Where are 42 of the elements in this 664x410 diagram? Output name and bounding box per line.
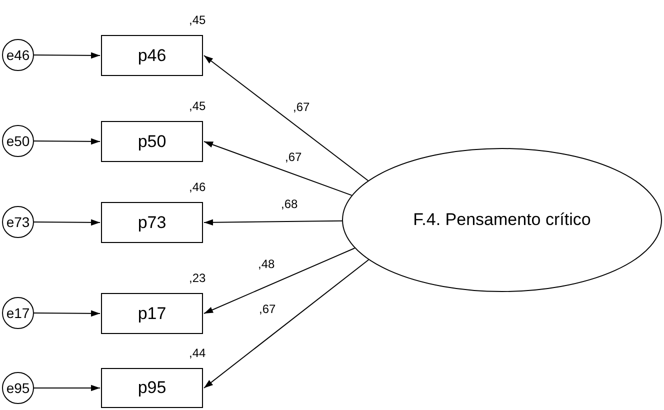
r-squared-value: ,44 [189, 346, 206, 360]
variable-name: p46 [138, 46, 166, 66]
observed-variable-box [101, 368, 203, 408]
arrow [204, 219, 342, 226]
error-term-circle [2, 125, 34, 157]
error-term-circle [2, 297, 34, 329]
error-term-label: e46 [6, 47, 30, 63]
arrow [204, 141, 352, 196]
arrow [204, 259, 370, 388]
arrow [204, 55, 369, 182]
r-squared-value: ,45 [189, 13, 206, 27]
observed-variable-box [101, 202, 203, 243]
error-term-circle [2, 206, 34, 238]
arrow [34, 52, 100, 59]
variable-name: p95 [138, 378, 166, 398]
arrow [34, 219, 100, 226]
variable-name: p73 [138, 212, 166, 232]
factor-name: F.4. Pensamento crítico [413, 210, 591, 230]
error-term-circle [2, 372, 34, 404]
observed-variable-box [101, 35, 203, 76]
path-coefficient: ,68 [280, 197, 299, 211]
path-coefficient: ,67 [292, 100, 311, 114]
variable-name: p50 [138, 132, 166, 152]
error-term-label: e95 [6, 380, 30, 396]
observed-variable-box [101, 121, 203, 162]
arrow [34, 310, 100, 317]
arrow [34, 138, 100, 145]
r-squared-value: ,46 [189, 180, 206, 194]
error-term-label: e50 [6, 133, 30, 149]
r-squared-value: ,45 [189, 99, 206, 113]
path-coefficient: ,67 [258, 302, 277, 316]
r-squared-value: ,23 [189, 271, 206, 285]
error-term-circle [2, 39, 34, 71]
arrow [204, 248, 356, 314]
variable-name: p17 [138, 304, 166, 324]
arrow [34, 384, 100, 392]
path-coefficient: ,48 [257, 257, 276, 271]
latent-factor-ellipse [342, 148, 662, 292]
error-term-label: e73 [6, 214, 30, 230]
observed-variable-box [101, 293, 203, 334]
path-coefficient: ,67 [284, 150, 303, 164]
error-term-label: e17 [6, 305, 30, 321]
